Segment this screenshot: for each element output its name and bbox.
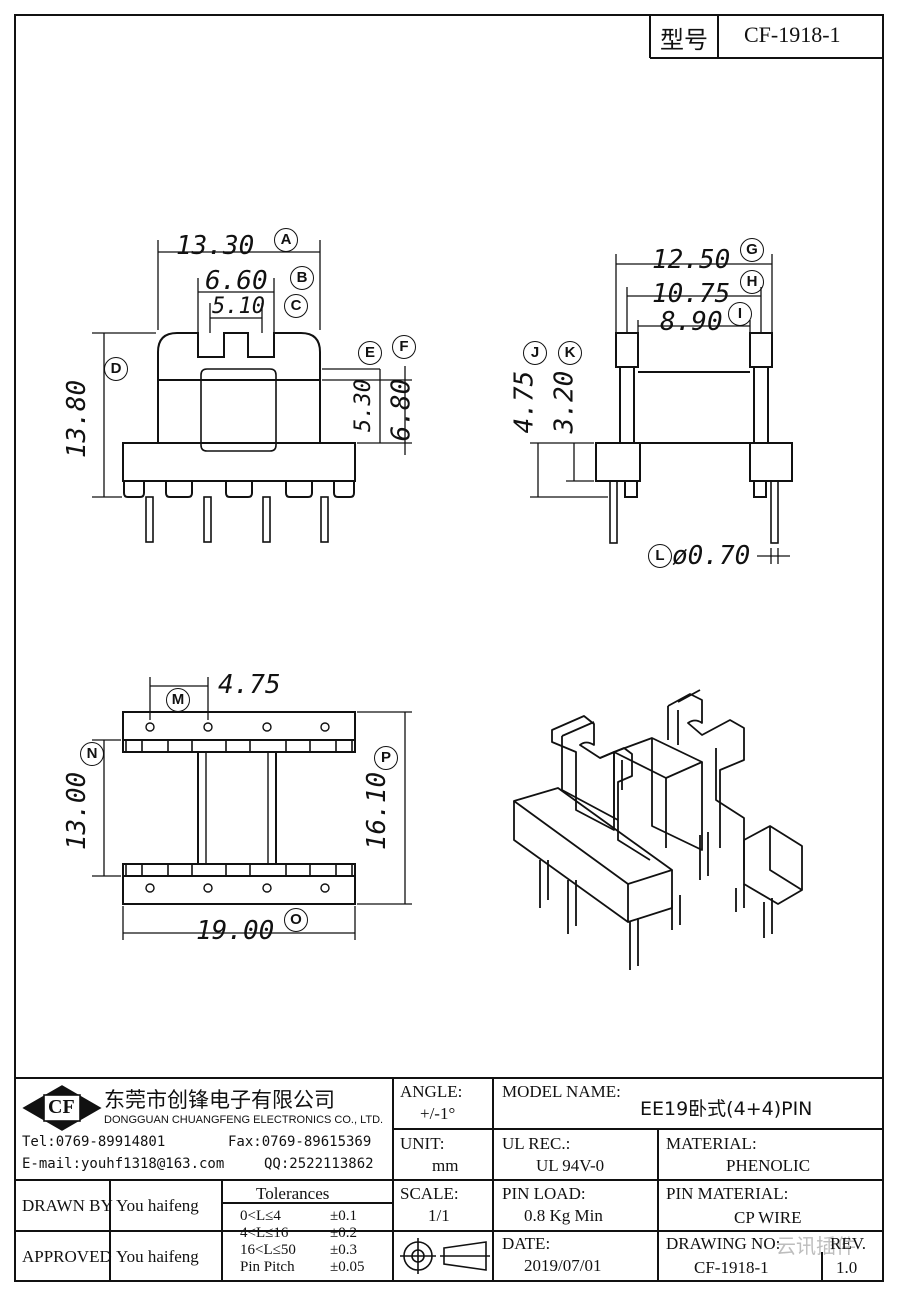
- date-label: DATE:: [502, 1234, 551, 1253]
- company-logo: [22, 1085, 102, 1131]
- ref-n: N: [80, 742, 104, 766]
- rev-label: REV.: [830, 1234, 867, 1253]
- ref-o: O: [284, 908, 308, 932]
- drawn-by-label: DRAWN BY: [22, 1196, 113, 1215]
- date-value: 2019/07/01: [524, 1256, 602, 1275]
- angle-label: ANGLE:: [400, 1082, 463, 1101]
- ref-m: M: [166, 688, 190, 712]
- ref-g: G: [740, 238, 764, 262]
- dim-5-30: 5.30: [350, 379, 376, 432]
- ref-e: E: [358, 341, 382, 365]
- dim-6-80: 6.80: [386, 378, 417, 442]
- material-label: MATERIAL:: [666, 1134, 757, 1153]
- ref-p: P: [374, 746, 398, 770]
- projection-symbol: [400, 1238, 490, 1274]
- tol-value-1: ±0.1: [330, 1208, 357, 1224]
- tol-range-4: Pin Pitch: [240, 1259, 295, 1275]
- unit-label: UNIT:: [400, 1134, 445, 1153]
- front-view: [92, 240, 412, 543]
- dim-12-50: 12.50: [652, 245, 731, 275]
- title-block: [14, 1077, 884, 1282]
- tol-range-3: 16<L≤50: [240, 1242, 296, 1258]
- tol-range-2: 4<L≤16: [240, 1225, 289, 1241]
- company-fax: Fax:0769-89615369: [228, 1134, 372, 1150]
- material-value: PHENOLIC: [726, 1156, 811, 1175]
- dim-pin-diameter: ø0.70: [672, 541, 751, 571]
- angle-value: +/-1°: [420, 1104, 456, 1123]
- ul-rec-label: UL REC.:: [502, 1134, 571, 1153]
- ref-k: K: [558, 341, 582, 365]
- drawing-frame: [14, 14, 884, 1282]
- approved-label: APPROVED: [22, 1247, 112, 1266]
- model-name-label: MODEL NAME:: [502, 1082, 621, 1101]
- pin-load-label: PIN LOAD:: [502, 1184, 586, 1203]
- scale-value: 1/1: [428, 1206, 450, 1225]
- dim-3-20: 3.20: [549, 370, 580, 434]
- tol-range-1: 0<L≤4: [240, 1208, 281, 1224]
- dim-4-75-pitch: 4.75: [218, 670, 281, 700]
- ul-rec-value: UL 94V-0: [536, 1156, 605, 1175]
- model-number: CF-1918-1: [744, 22, 841, 47]
- model-name-value: EE19卧式(4+4)PIN: [640, 1098, 813, 1120]
- model-label: 型号: [660, 26, 708, 54]
- dim-8-90: 8.90: [660, 307, 723, 337]
- ref-a: A: [274, 228, 298, 252]
- side-view: [530, 254, 793, 564]
- drawing-no-value: CF-1918-1: [694, 1258, 769, 1277]
- company-qq: QQ:2522113862: [264, 1156, 374, 1172]
- dim-5-10: 5.10: [212, 294, 265, 319]
- ref-h: H: [740, 270, 764, 294]
- tol-value-3: ±0.3: [330, 1242, 357, 1258]
- logo-text: CF: [48, 1096, 75, 1118]
- approved-value: You haifeng: [116, 1247, 199, 1266]
- watermark: 云讯插件: [776, 1234, 856, 1258]
- unit-value: mm: [432, 1156, 459, 1175]
- scale-label: SCALE:: [400, 1184, 459, 1203]
- dim-13-30: 13.30: [176, 231, 255, 261]
- dim-16-10: 16.10: [362, 771, 393, 851]
- rev-value: 1.0: [836, 1258, 858, 1277]
- tolerances-title: Tolerances: [256, 1184, 330, 1203]
- ref-b: B: [290, 266, 314, 290]
- company-email: E-mail:youhf1318@163.com: [22, 1156, 225, 1172]
- dim-13-00: 13.00: [62, 771, 93, 851]
- ref-d: D: [104, 357, 128, 381]
- tol-value-2: ±0.2: [330, 1225, 357, 1241]
- ref-i: I: [728, 302, 752, 326]
- ref-l: L: [648, 544, 672, 568]
- pin-material-value: CP WIRE: [734, 1208, 802, 1227]
- dim-10-75: 10.75: [652, 279, 731, 309]
- company-name-cn: 东莞市创锋电子有限公司: [104, 1088, 335, 1112]
- company-tel: Tel:0769-89914801: [22, 1134, 166, 1150]
- dim-19-00: 19.00: [196, 916, 275, 946]
- drawn-by-value: You haifeng: [116, 1196, 199, 1215]
- tol-value-4: ±0.05: [330, 1259, 365, 1275]
- dim-13-80: 13.80: [62, 379, 93, 459]
- ref-f: F: [392, 335, 416, 359]
- pin-material-label: PIN MATERIAL:: [666, 1184, 789, 1203]
- header-box: [649, 14, 884, 59]
- company-name-en: DONGGUAN CHUANGFENG ELECTRONICS CO., LTD…: [104, 1114, 384, 1126]
- ref-c: C: [284, 294, 308, 318]
- ref-j: J: [523, 341, 547, 365]
- isometric-view: [513, 689, 803, 970]
- dim-6-60: 6.60: [205, 266, 268, 296]
- drawing-no-label: DRAWING NO:: [666, 1234, 781, 1253]
- pin-load-value: 0.8 Kg Min: [524, 1206, 603, 1225]
- dim-4-75: 4.75: [509, 370, 540, 434]
- bottom-view: [92, 677, 412, 940]
